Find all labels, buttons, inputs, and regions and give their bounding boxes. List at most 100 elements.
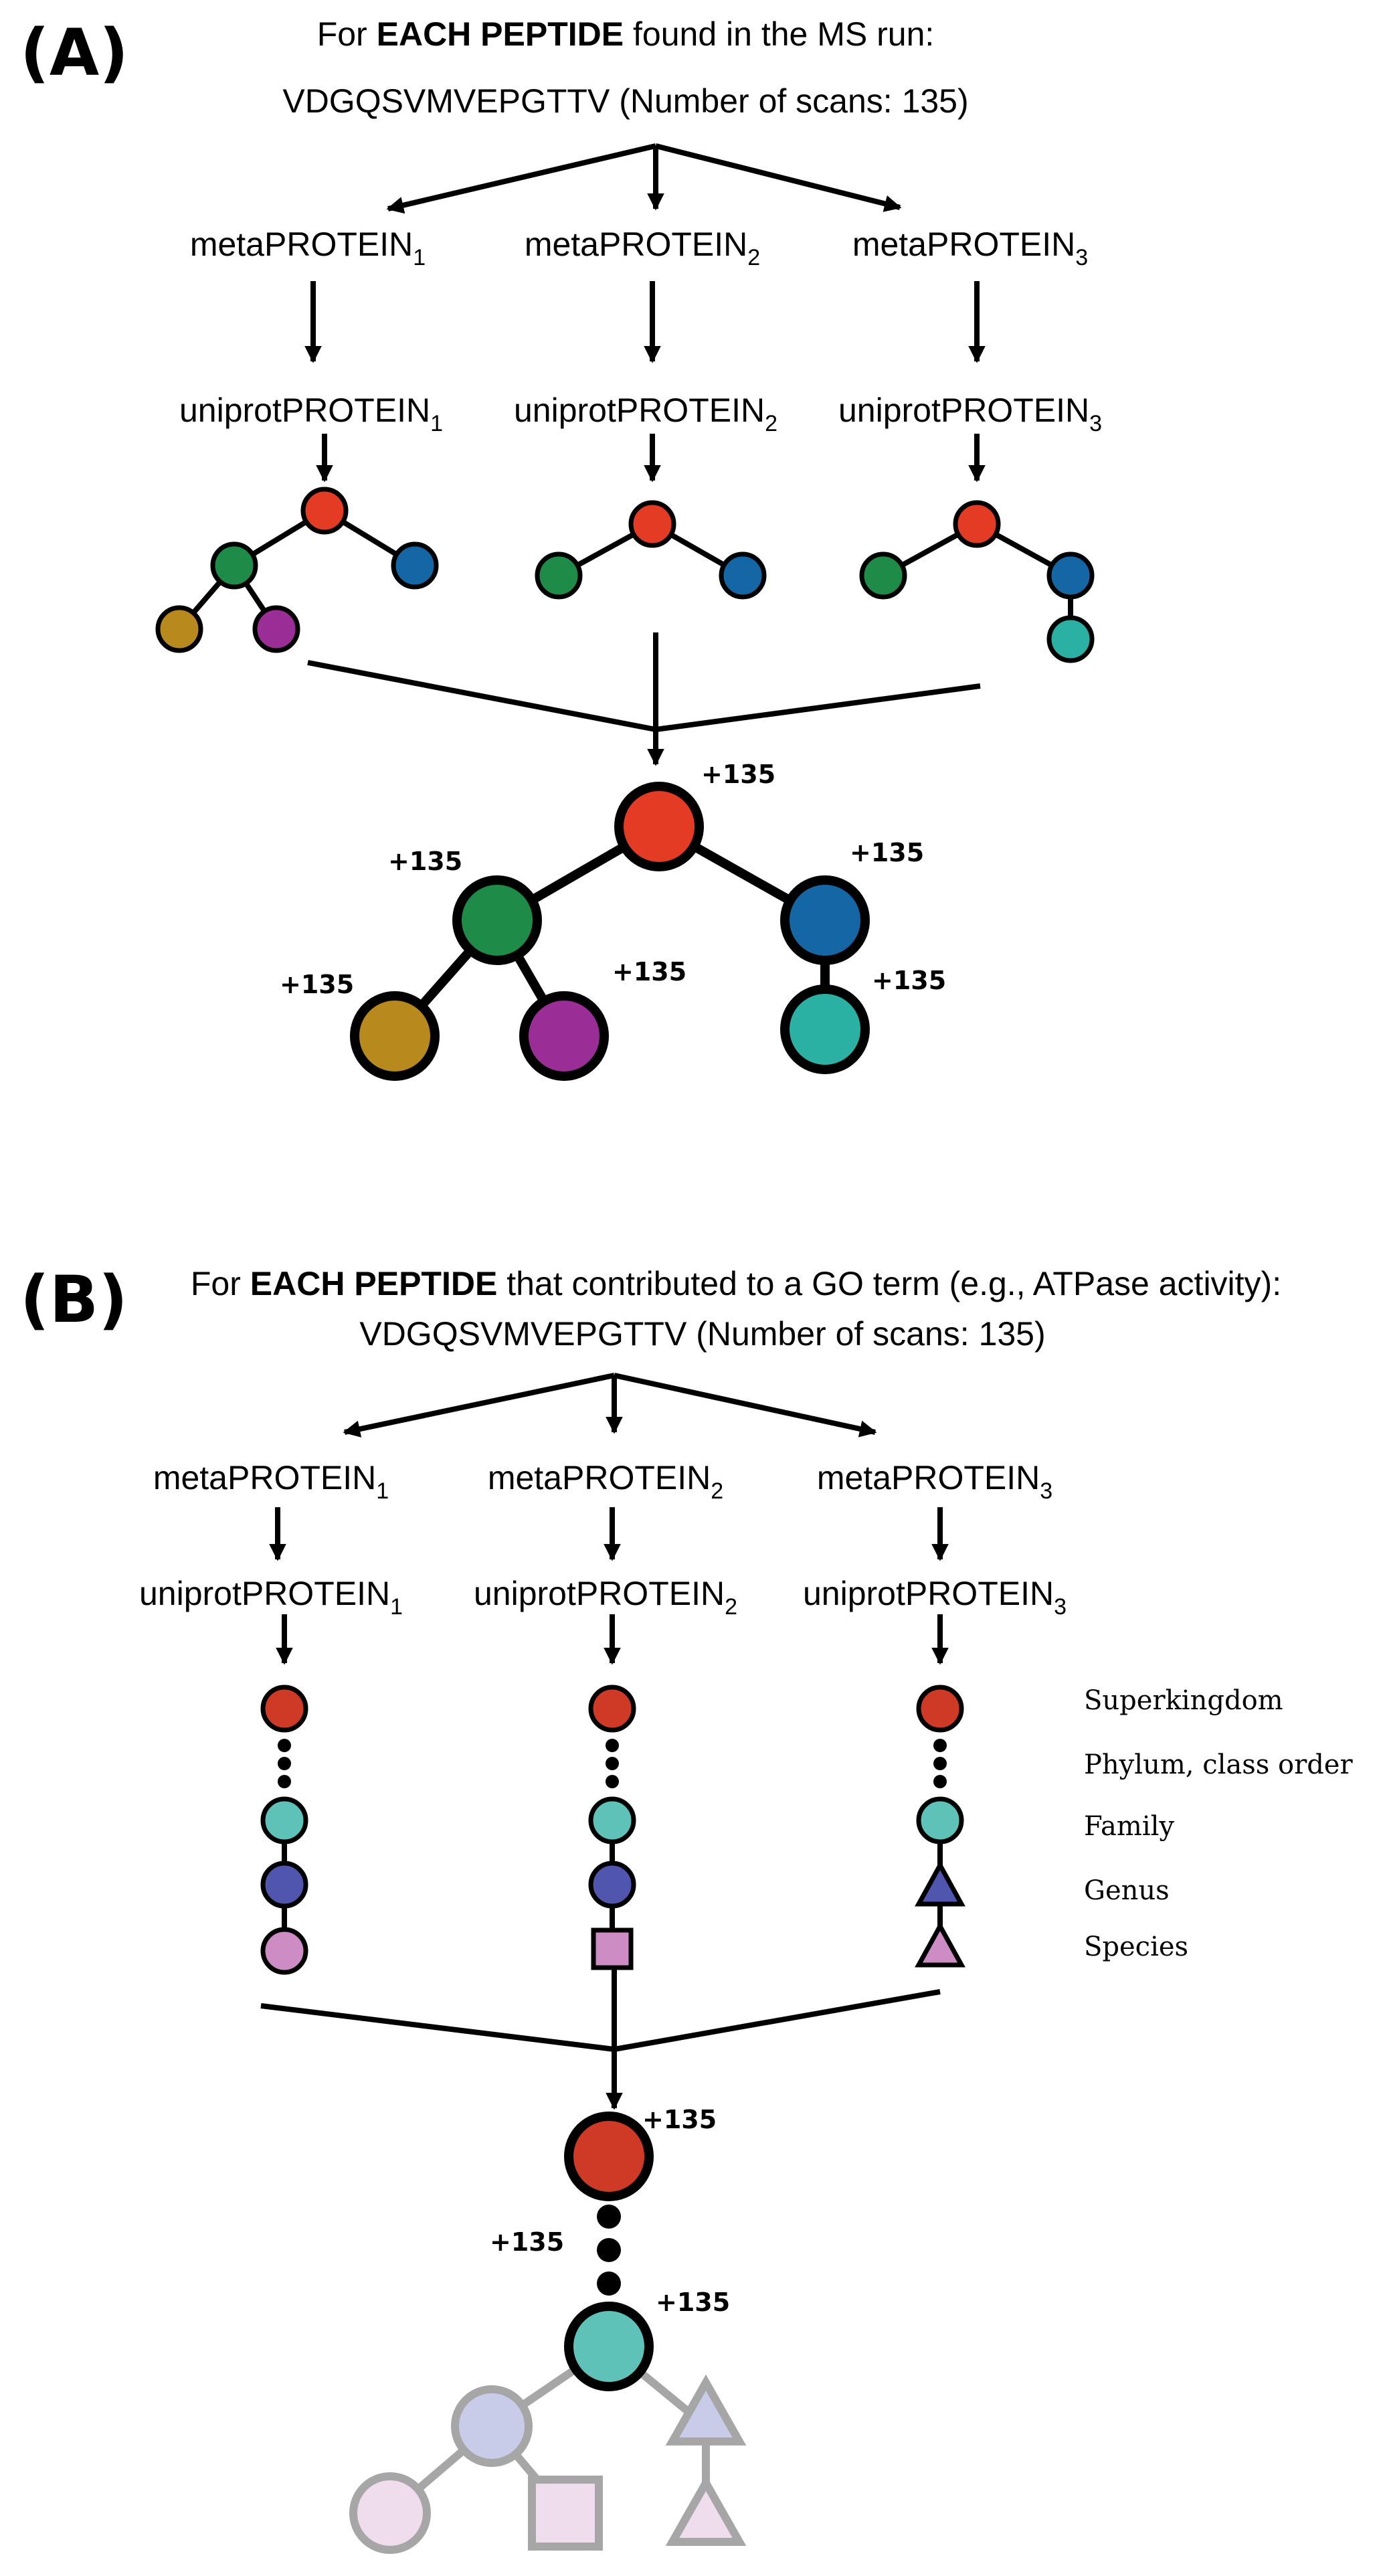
merged-node-purple (519, 991, 609, 1081)
count-red: +135 (701, 760, 775, 789)
panel-a-heading: For EACH PEPTIDE found in the MS run: (317, 15, 935, 53)
panel-b-lineage-3 (915, 1685, 965, 1968)
panel-b-metaprotein-2: metaPROTEIN2 (488, 1459, 723, 1504)
count-purple: +135 (612, 957, 686, 986)
tree-3-node-teal (1046, 615, 1095, 663)
lineage-3-family (916, 1796, 964, 1844)
tree-1-node-purple (252, 605, 300, 653)
panel-b: (B) For EACH PEPTIDE that contributed to… (20, 1262, 1353, 2554)
panel-b-merged-lineage (349, 2112, 747, 2554)
lineage-3-species (915, 1921, 965, 1968)
count-gold: +135 (280, 970, 354, 999)
lineage-1-dot (278, 1775, 291, 1788)
panel-b-uniprotprotein-1: uniprotPROTEIN1 (139, 1575, 403, 1620)
merged-family (564, 2302, 654, 2391)
lineage-2-species (591, 1927, 634, 1970)
panel-a-merged-tree (350, 782, 870, 1081)
rank-superkingdom: Superkingdom (1084, 1685, 1283, 1716)
lineage-3-dot (933, 1757, 947, 1770)
panel-b-merge (260, 1968, 941, 2110)
panel-a-tree-3 (859, 500, 1095, 663)
panel-b-label: (B) (20, 1262, 128, 1337)
lineage-2-dot (606, 1775, 619, 1788)
tree-2-node-red (628, 500, 676, 548)
lineage-1-family (260, 1796, 308, 1844)
merged-dot (597, 2238, 621, 2262)
lineage-3-genus (915, 1860, 965, 1907)
merged-node-gold (350, 991, 440, 1081)
panel-a-meta-arrows (304, 281, 986, 363)
lineage-1-superkingdom (260, 1685, 308, 1733)
lineage-2-genus (588, 1861, 636, 1909)
merged-species-circle (349, 2472, 431, 2554)
lineage-1-species (260, 1927, 308, 1975)
lineage-3-dot (933, 1775, 947, 1788)
lineage-2-dot (606, 1739, 619, 1752)
panel-b-metaprotein-1: metaPROTEIN1 (153, 1459, 389, 1504)
panel-b-heading: For EACH PEPTIDE that contributed to a G… (191, 1265, 1281, 1302)
panel-a-tree-1 (155, 487, 439, 653)
count-teal: +135 (872, 966, 946, 995)
rank-species: Species (1084, 1931, 1188, 1962)
lineage-2-dot (606, 1757, 619, 1770)
tree-1-node-green (210, 541, 258, 590)
panel-a-metaprotein-2: metaPROTEIN2 (525, 226, 760, 270)
panel-a-split-arrows (386, 143, 902, 214)
merged-superkingdom (564, 2112, 654, 2201)
panel-a-uniprotprotein-3: uniprotPROTEIN3 (838, 392, 1102, 436)
panel-a-label: (A) (20, 15, 128, 90)
merged-genus-circle (451, 2385, 533, 2467)
panel-a-metaprotein-3: metaPROTEIN3 (852, 226, 1088, 270)
count-intermediate: +135 (490, 2227, 564, 2257)
panel-b-uniprotprotein-2: uniprotPROTEIN2 (474, 1575, 737, 1620)
merged-genus-triangle (665, 2374, 747, 2445)
merged-species-triangle (665, 2474, 747, 2546)
lineage-3-superkingdom (916, 1685, 964, 1733)
panel-a-uniprot-arrows (316, 434, 986, 483)
merged-dot (597, 2271, 621, 2296)
tree-1-node-blue (391, 541, 439, 590)
count-superkingdom: +135 (642, 2105, 717, 2134)
panel-b-lineage-1 (260, 1685, 308, 1975)
rank-phylum-class-order: Phylum, class order (1084, 1749, 1353, 1780)
panel-b-split-arrows (343, 1373, 877, 1438)
lineage-1-genus (260, 1861, 308, 1909)
panel-a: (A) For EACH PEPTIDE found in the MS run… (20, 15, 1102, 1081)
tree-2-node-blue (719, 551, 767, 600)
panel-a-tree-2 (535, 500, 767, 600)
merged-node-teal (780, 984, 870, 1074)
tree-1-node-red (300, 487, 349, 535)
tree-1-node-gold (155, 605, 203, 653)
panel-a-metaprotein-1: metaPROTEIN1 (190, 226, 426, 270)
merged-dot (597, 2205, 621, 2229)
panel-a-uniprotprotein-1: uniprotPROTEIN1 (179, 392, 443, 436)
panel-b-uniprotprotein-3: uniprotPROTEIN3 (803, 1575, 1067, 1620)
tree-3-node-red (953, 500, 1001, 548)
panel-a-uniprotprotein-2: uniprotPROTEIN2 (514, 392, 777, 436)
count-blue: +135 (850, 838, 924, 867)
panel-b-lineage-2 (588, 1685, 636, 1970)
merged-species-square (528, 2476, 603, 2551)
panel-b-peptide: VDGQSVMVEPGTTV (Number of scans: 135) (359, 1315, 1045, 1353)
count-family: +135 (656, 2288, 730, 2317)
panel-a-peptide: VDGQSVMVEPGTTV (Number of scans: 135) (282, 82, 968, 120)
count-green: +135 (388, 847, 462, 876)
lineage-2-family (588, 1796, 636, 1844)
panel-a-merge (307, 632, 981, 766)
merged-node-blue (780, 875, 870, 965)
tree-3-node-blue (1046, 551, 1095, 600)
merged-node-red (614, 782, 704, 871)
tree-2-node-green (535, 551, 583, 600)
panel-b-meta-arrows (269, 1507, 949, 1561)
lineage-2-superkingdom (588, 1685, 636, 1733)
lineage-1-dot (278, 1757, 291, 1770)
tree-3-node-green (859, 551, 907, 600)
merged-node-green (452, 875, 542, 965)
rank-family: Family (1084, 1811, 1174, 1842)
panel-b-metaprotein-3: metaPROTEIN3 (817, 1459, 1052, 1504)
panel-b-uniprot-arrows (276, 1614, 949, 1665)
rank-genus: Genus (1084, 1875, 1170, 1906)
lineage-1-dot (278, 1739, 291, 1752)
lineage-3-dot (933, 1739, 947, 1752)
